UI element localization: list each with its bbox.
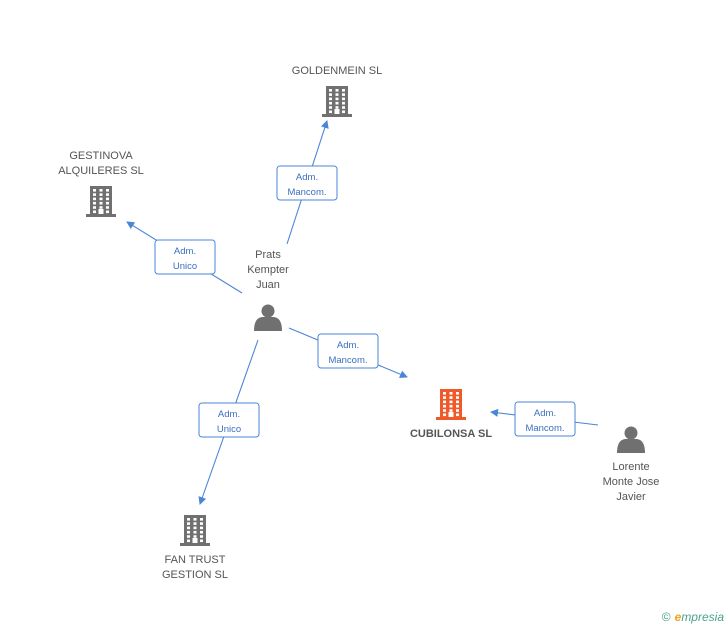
node-label: Juan [256, 279, 280, 291]
node-label: Prats [255, 249, 281, 261]
edge-prats-goldenmein: Adm. Mancom. [276, 120, 338, 245]
node-label: GESTION SL [162, 569, 228, 581]
node-gestinova[interactable]: GESTINOVA ALQUILERES SL [58, 150, 144, 217]
node-label: Kempter [247, 264, 289, 276]
edge-label-text: Mancom. [287, 187, 326, 198]
edge-prats-fantrust: Adm. Unico [198, 339, 260, 505]
node-label: Monte Jose [603, 476, 660, 488]
edge-lorente-cubilonsa: Adm. Mancom. [490, 401, 599, 437]
edge-label-box[interactable] [276, 165, 338, 201]
edge-label-text: Adm. [296, 172, 318, 183]
node-label: GESTINOVA [69, 150, 133, 162]
building-icon [322, 86, 352, 117]
edge-label-text: Mancom. [525, 423, 564, 434]
building-icon [86, 186, 116, 217]
brand-name: mpresia [681, 610, 724, 624]
edge-label-text: Unico [173, 261, 197, 272]
node-goldenmein[interactable]: GOLDENMEIN SL [292, 65, 382, 117]
node-label: GOLDENMEIN SL [292, 65, 382, 77]
node-label: FAN TRUST [165, 554, 226, 566]
node-label: ALQUILERES SL [58, 165, 144, 177]
empresia-brand: ©empresia [662, 610, 724, 624]
person-icon [254, 304, 282, 331]
node-label: Lorente [612, 461, 649, 473]
edge-label-text: Adm. [218, 409, 240, 420]
building-icon [436, 389, 466, 420]
edge-label-text: Adm. [534, 408, 556, 419]
node-fantrust[interactable]: FAN TRUST GESTION SL [162, 515, 228, 581]
edge-label-box[interactable] [317, 333, 379, 369]
edge-prats-cubilonsa: Adm. Mancom. [288, 327, 408, 379]
edge-label-box[interactable] [514, 401, 576, 437]
node-label: Javier [616, 491, 646, 503]
edge-label-text: Mancom. [328, 355, 367, 366]
edge-label-text: Adm. [174, 246, 196, 257]
node-label: CUBILONSA SL [410, 428, 492, 440]
edge-label-text: Unico [217, 424, 241, 435]
edge-label-box[interactable] [154, 239, 216, 275]
brand-logo-e: e [674, 610, 682, 624]
edge-prats-gestinova: Adm. Unico [126, 221, 243, 294]
copyright-symbol: © [661, 610, 671, 624]
person-icon [617, 426, 645, 453]
building-icon [180, 515, 210, 546]
edge-label-box[interactable] [198, 402, 260, 438]
edge-label-text: Adm. [337, 340, 359, 351]
node-cubilonsa[interactable]: CUBILONSA SL [410, 389, 492, 440]
